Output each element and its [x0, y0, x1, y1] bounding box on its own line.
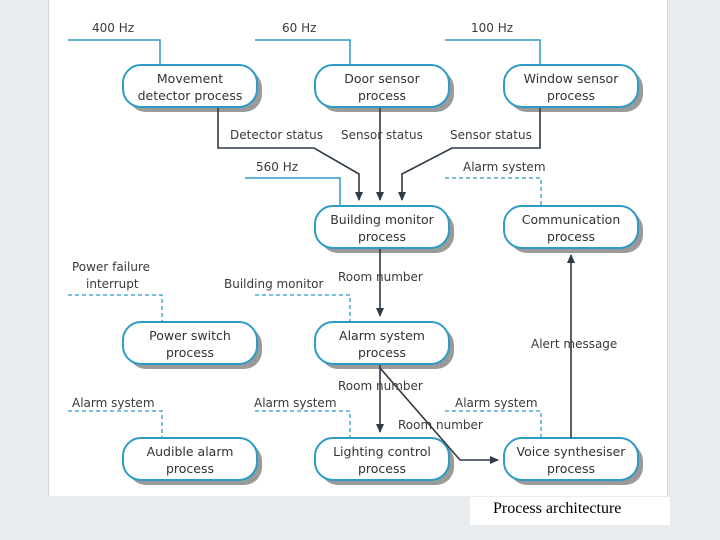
label-400hz: 400 Hz — [92, 21, 134, 35]
process-label-line1: Door sensor — [344, 71, 420, 86]
dashed-alarm-system-to-communication — [445, 177, 542, 207]
label-alarm-system-audible: Alarm system — [72, 396, 155, 410]
frame-divider-left — [48, 0, 49, 496]
figure-caption: Process architecture — [493, 500, 622, 517]
label-alarm-system-lighting: Alarm system — [254, 396, 337, 410]
process-voice-synthesiser: Voice synthesiser process — [503, 437, 643, 485]
label-room-number-1: Room number — [338, 270, 423, 284]
label-alarm-system-voice: Alarm system — [455, 396, 538, 410]
dashed-alarm-system-to-audible — [68, 410, 163, 439]
label-60hz: 60 Hz — [282, 21, 316, 35]
process-alarm-system: Alarm system process — [314, 321, 454, 369]
arrow-movement-to-building — [217, 108, 363, 201]
input-line-60hz — [255, 39, 351, 66]
label-power-failure: Power failure — [72, 260, 150, 274]
process-lighting-control: Lighting control process — [314, 437, 454, 485]
process-label-line2: process — [358, 345, 406, 360]
arrow-alarm-to-voice — [379, 367, 499, 464]
process-power-switch: Power switch process — [122, 321, 262, 369]
process-communication: Communication process — [503, 205, 643, 253]
process-label-line1: Movement — [157, 71, 223, 86]
process-label-line2: detector process — [138, 88, 243, 103]
process-building-monitor: Building monitor process — [314, 205, 454, 253]
process-label-line2: process — [358, 88, 406, 103]
label-100hz: 100 Hz — [471, 21, 513, 35]
label-interrupt: interrupt — [86, 277, 139, 291]
label-alarm-system-comm: Alarm system — [463, 160, 546, 174]
process-label-line1: Lighting control — [333, 444, 431, 459]
dashed-alarm-system-to-voice — [445, 410, 542, 439]
input-line-560hz — [245, 177, 341, 207]
process-label-line2: process — [358, 229, 406, 244]
label-room-number-2: Room number — [338, 379, 423, 393]
frame-right-border — [668, 0, 720, 540]
process-label-line1: Building monitor — [330, 212, 434, 227]
dashed-building-monitor-to-alarm — [255, 294, 351, 323]
process-window-sensor: Window sensor process — [503, 64, 643, 112]
frame-left-border — [0, 0, 48, 540]
process-label-line1: Power switch — [149, 328, 231, 343]
arrow-window-to-building — [398, 108, 541, 201]
process-label-line1: Alarm system — [339, 328, 425, 343]
process-movement-detector: Movement detector process — [122, 64, 262, 112]
dashed-alarm-system-to-lighting — [255, 410, 351, 439]
process-label-line1: Communication — [522, 212, 621, 227]
label-detector-status: Detector status — [230, 128, 323, 142]
process-label-line2: process — [547, 461, 595, 476]
caption-background — [470, 497, 670, 525]
label-560hz: 560 Hz — [256, 160, 298, 174]
process-audible-alarm: Audible alarm process — [122, 437, 262, 485]
label-sensor-status-window: Sensor status — [450, 128, 532, 142]
process-label-line2: process — [166, 345, 214, 360]
process-label-line2: process — [166, 461, 214, 476]
dashed-power-failure-to-power-switch — [68, 294, 163, 323]
label-sensor-status-door: Sensor status — [341, 128, 423, 142]
label-room-number-3: Room number — [398, 418, 483, 432]
label-alert-message: Alert message — [531, 337, 617, 351]
input-line-400hz — [68, 39, 161, 66]
process-label-line2: process — [547, 229, 595, 244]
process-label-line2: process — [358, 461, 406, 476]
process-label-line1: Audible alarm — [147, 444, 234, 459]
process-label-line2: process — [547, 88, 595, 103]
label-building-monitor: Building monitor — [224, 277, 324, 291]
process-door-sensor: Door sensor process — [314, 64, 454, 112]
input-line-100hz — [445, 39, 541, 66]
process-label-line1: Window sensor — [524, 71, 620, 86]
process-label-line1: Voice synthesiser — [517, 444, 627, 459]
frame-divider-right — [667, 0, 668, 496]
